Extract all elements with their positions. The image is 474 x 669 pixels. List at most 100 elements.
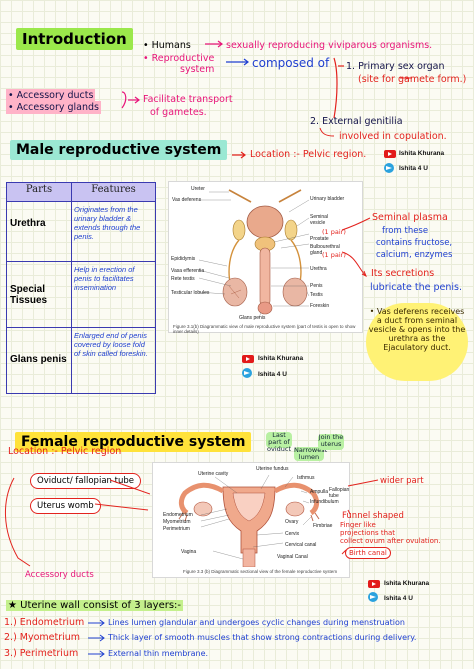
- uterus-label: Uterus womb: [30, 498, 101, 514]
- its-secretions-2: lubricate the penis.: [370, 282, 462, 293]
- part-urethra: Urethra: [6, 201, 72, 262]
- part-special-tissues: Special Tissues: [6, 261, 72, 328]
- primary-organ-text: 1. Primary sex organ: [346, 61, 445, 72]
- male-arrows: [341, 217, 371, 278]
- finger-note-1: Finger like: [340, 521, 376, 529]
- narrowest-note: Narrowest lumen: [294, 446, 328, 461]
- seminal-plasma-2: from these: [382, 226, 429, 236]
- feature-special-tissues: Help in erection of penis to facilitates…: [71, 261, 156, 328]
- finger-note-3: collect ovum after ovulation.: [340, 537, 441, 545]
- label-infundibulum: Infundibulum: [310, 499, 339, 505]
- label-testis: Testis: [310, 292, 323, 298]
- label-prostate: Prostate: [310, 236, 329, 242]
- male-anatomy-drawing: [198, 189, 310, 319]
- bulbo-pair-label: (1 pair): [322, 251, 346, 259]
- involved-text: involved in copulation.: [339, 131, 447, 142]
- label-ovary: Ovary: [285, 519, 299, 525]
- female-title: Female reproductive system: [15, 432, 252, 452]
- layer-2-name: 2.) Myometrium: [4, 632, 81, 643]
- label-glans-penis: Glans penis: [239, 315, 266, 321]
- label-seminal-vesicle: Seminal vesicle: [310, 214, 329, 226]
- label-perimetrium: Perimetrium: [163, 526, 190, 532]
- seminal-plasma-4: calcium, enzymes: [376, 250, 453, 260]
- seminal-plasma-1: Seminal plasma: [372, 212, 448, 223]
- youtube-channel-name: Ishita Khurana: [399, 150, 445, 157]
- label-endometrium: Endometrium: [163, 512, 193, 518]
- telegram-channel-name-3: Ishita 4 U: [384, 595, 413, 602]
- label-cervical-canal: Cervical canal: [285, 542, 317, 548]
- label-urethra: Urethra: [310, 266, 327, 272]
- facilitate-text-1: Facilitate transport: [143, 94, 233, 105]
- label-vagina: Vagina: [181, 549, 197, 555]
- label-vas-deferens: Vas deferens: [172, 197, 202, 203]
- male-diagram: Ureter Vas deferens Urinary bladder Semi…: [168, 181, 363, 334]
- label-fimbriae: Fimbriae: [313, 523, 333, 529]
- birth-canal-note: Birth canal: [345, 547, 391, 559]
- location-arrow-icon: [232, 151, 246, 159]
- layer-3-desc: External thin membrane.: [108, 649, 209, 658]
- youtube-channel-name-2: Ishita Khurana: [258, 355, 304, 362]
- layer-1-name: 1.) Endometrium: [4, 617, 85, 628]
- vas-deferens-note: • Vas deferens receives a duct from semi…: [366, 303, 468, 381]
- youtube-icon-3: [368, 580, 380, 588]
- telegram-icon-2: [242, 368, 252, 378]
- funnel-shaped-note: Funnel shaped: [342, 511, 404, 521]
- accessory-glands-label: • Accessory glands: [6, 101, 101, 114]
- layer-1-desc: Lines lumen glandular and undergoes cycl…: [108, 618, 405, 627]
- label-myometrium: Myometrium: [163, 519, 191, 525]
- intro-arrows: [121, 40, 412, 137]
- male-title: Male reproductive system: [10, 140, 228, 160]
- female-right-arrows: [341, 479, 379, 555]
- label-penis: Penis: [310, 283, 323, 289]
- wider-part-note: wider part: [380, 476, 424, 486]
- facilitate-text-2: of gametes.: [150, 107, 207, 118]
- header-features: Features: [71, 182, 156, 202]
- female-diagram: Uterine cavity Uterine fundus Isthmus Am…: [152, 462, 350, 578]
- male-figure-caption: Figure 3.1(b) Diagrammatic view of male …: [173, 324, 356, 334]
- female-location: Location :- Pelvic region: [8, 446, 122, 457]
- male-location: Location :- Pelvic region.: [250, 149, 367, 160]
- label-urinary-bladder: Urinary bladder: [310, 196, 345, 202]
- part-glans-penis: Glans penis: [6, 327, 72, 394]
- accessory-ducts-female: Accessory ducts: [25, 570, 94, 580]
- repro-system-label-2: system: [180, 64, 215, 75]
- label-ureter: Ureter: [191, 186, 205, 192]
- youtube-icon: [384, 150, 396, 158]
- finger-note-2: projections that: [340, 529, 396, 537]
- its-secretions-1: Its secretions: [371, 268, 435, 279]
- label-ampulla: Ampulla: [310, 489, 329, 495]
- repro-system-label-1: • Reproductive: [143, 53, 215, 64]
- female-figure-caption: Figure 3.3 (b) Diagrammatic sectional vi…: [183, 569, 338, 574]
- label-foreskin: Foreskin: [310, 303, 330, 309]
- seminal-plasma-3: contains fructose,: [376, 238, 453, 248]
- label-fallopian-tube: Fallopian tube: [329, 487, 350, 499]
- female-left-arrows: [5, 477, 150, 567]
- parts-features-table: Parts Features Urethra Originates from t…: [6, 182, 156, 394]
- primary-organ-note: (site for gamete form.): [358, 74, 467, 85]
- female-anatomy-drawing: [178, 474, 320, 567]
- label-cervix: Cervix: [285, 531, 300, 537]
- join-uterus-note: Join the uterus: [318, 433, 344, 450]
- external-genitalia-text: 2. External genitilia: [310, 116, 403, 127]
- label-uterine-fundus: Uterine fundus: [256, 466, 289, 472]
- feature-glans-penis: Enlarged end of penis covered by loose f…: [71, 327, 156, 394]
- feature-urethra: Originates from the urinary bladder & ex…: [71, 201, 156, 262]
- intro-title: Introduction: [16, 28, 133, 50]
- uterine-heading: ★ Uterine wall consist of 3 layers:-: [6, 600, 184, 611]
- telegram-icon: [384, 163, 394, 173]
- layer-3-name: 3.) Perimetrium: [4, 648, 79, 659]
- telegram-icon-3: [368, 592, 378, 602]
- youtube-icon-2: [242, 355, 254, 363]
- humans-label: • Humans: [143, 40, 191, 51]
- youtube-channel-name-3: Ishita Khurana: [384, 580, 430, 587]
- label-vasa-efferentia: Vasa efferentia: [171, 268, 205, 274]
- last-part-note: Last part of oviduct: [266, 431, 292, 453]
- label-isthmus: Isthmus: [297, 475, 315, 481]
- label-epididymis: Epididymis: [171, 256, 196, 262]
- layer-arrows: [88, 619, 105, 658]
- label-vaginal-canal: Vaginal Canal: [277, 554, 308, 560]
- header-parts: Parts: [6, 182, 72, 202]
- composed-of-text: composed of: [252, 56, 330, 70]
- oviduct-label: Oviduct/ fallopian tube: [30, 473, 141, 489]
- telegram-channel-name: Ishita 4 U: [399, 165, 428, 172]
